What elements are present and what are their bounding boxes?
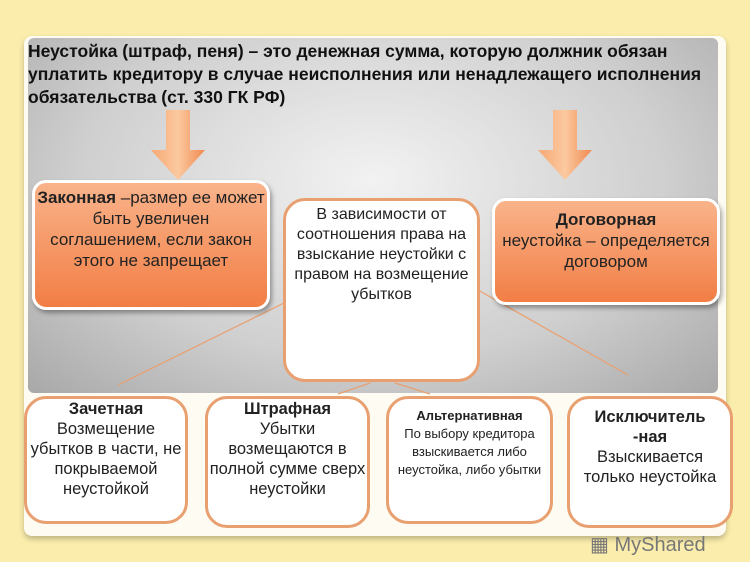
contract-text: неустойка – определяется договором	[502, 231, 710, 271]
type-head: Исключитель -ная	[594, 408, 706, 446]
legal-penalty-box: Законная –размер ее может быть увеличен …	[32, 180, 270, 310]
legal-head: Законная	[37, 188, 117, 207]
watermark-text: MyShared	[614, 534, 706, 556]
type-box-alternative: Альтернативная По выбору кредитора взыски…	[386, 396, 553, 524]
type-head: Штрафная	[243, 400, 332, 418]
connector-line	[337, 382, 371, 395]
type-text: Убытки возмещаются в полной сумме сверх …	[209, 420, 366, 498]
type-head: Зачетная	[68, 400, 144, 418]
type-text: Взыскивается только неустойка	[583, 448, 717, 486]
connector-line	[117, 299, 291, 386]
center-criterion-box: В зависимости от соотношения права на вз…	[283, 198, 480, 382]
watermark-logo: ▦ MyShared	[590, 534, 706, 556]
arrow-down-right-icon	[538, 110, 592, 180]
connector-line	[394, 382, 431, 395]
type-head: Альтернативная	[416, 408, 523, 423]
definition-title: Неустойка (штраф, пеня) – это денежная с…	[28, 41, 702, 107]
type-text: По выбору кредитора взыскивается либо не…	[397, 426, 542, 477]
legal-text: –размер ее может быть увеличен соглашени…	[50, 188, 265, 270]
arrow-down-left-icon	[151, 110, 205, 180]
center-text: В зависимости от соотношения права на вз…	[294, 206, 469, 303]
contract-penalty-box: Договорная неустойка – определяется догов…	[492, 198, 720, 305]
type-text: Возмещение убытков в части, не покрываем…	[30, 420, 182, 498]
contract-head: Договорная	[555, 210, 657, 229]
